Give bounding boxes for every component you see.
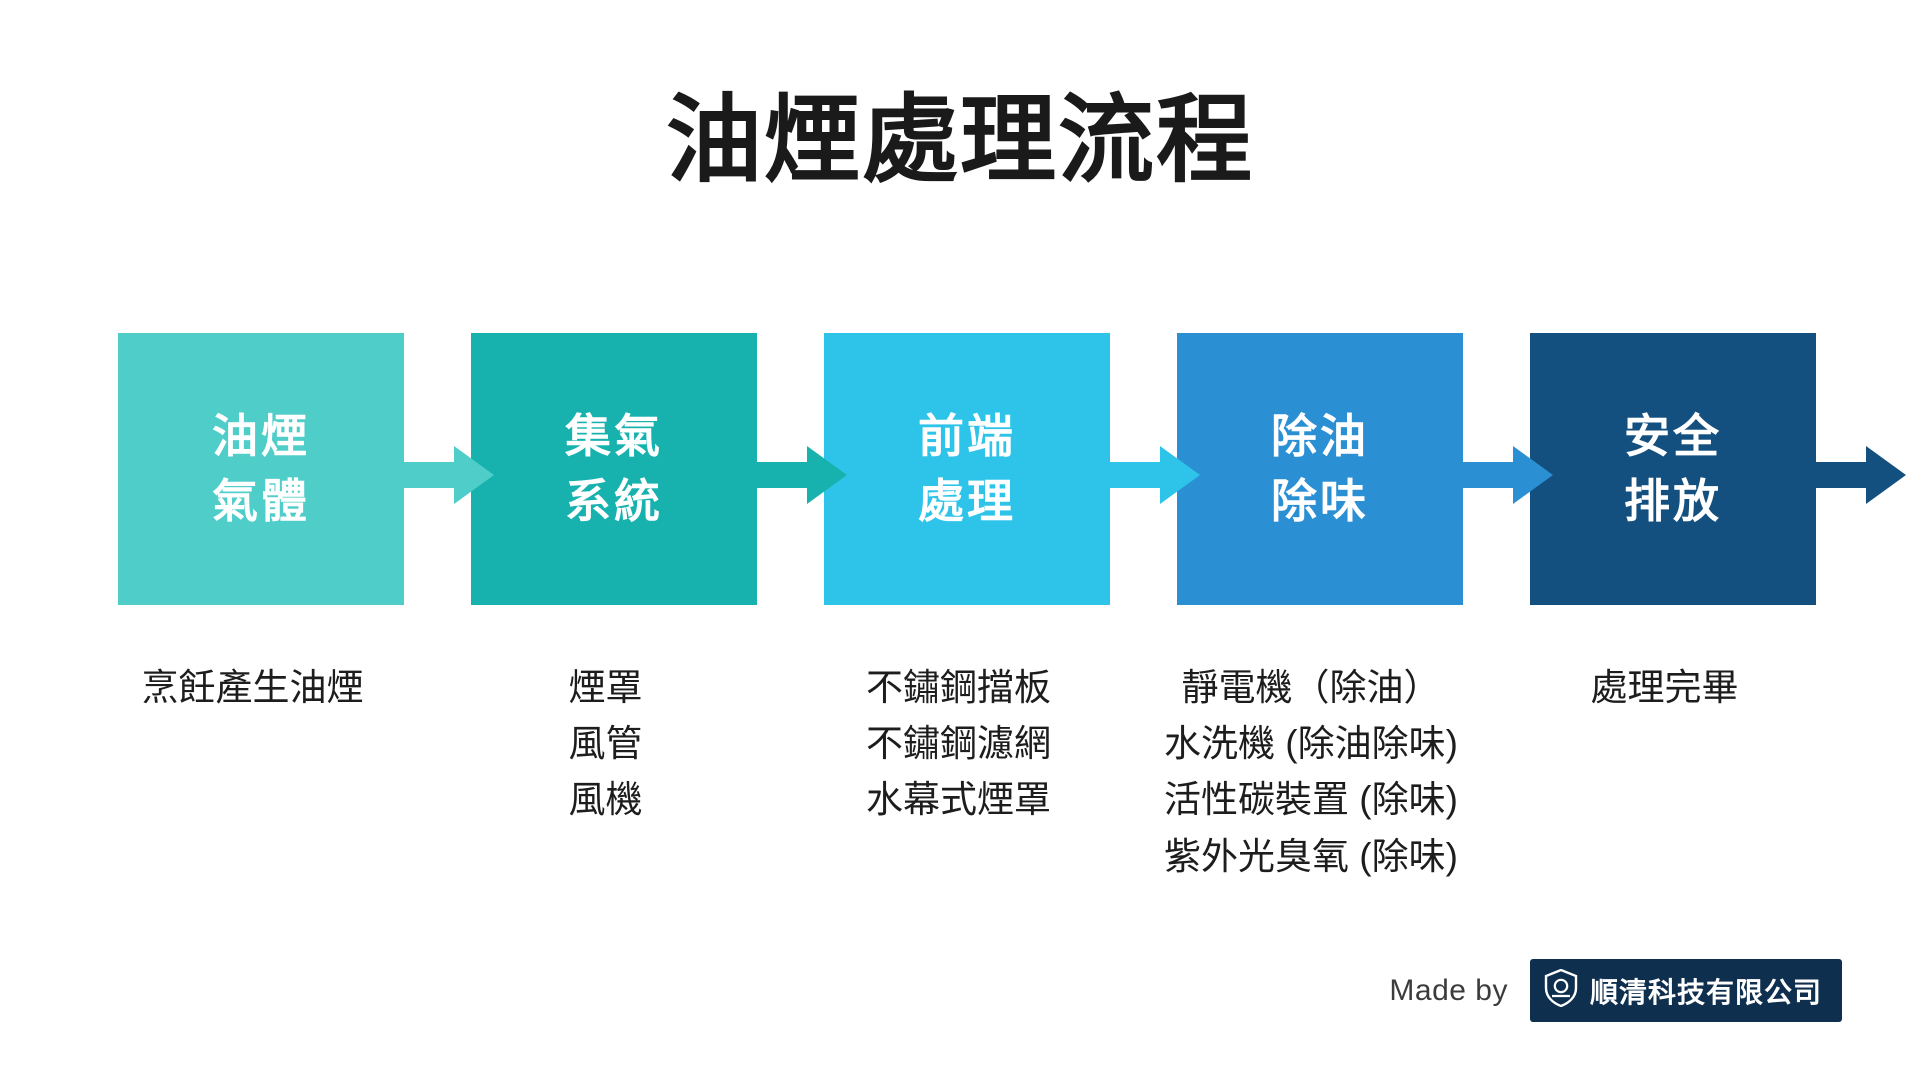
stage-box-1[interactable]: 油煙 氣體 (118, 333, 404, 605)
caption-line: 靜電機（除油） (1181, 667, 1441, 708)
flow-stage-5[interactable]: 安全 排放 (1530, 333, 1906, 605)
caption-column-3: 不鏽鋼擋板不鏽鋼濾網水幕式煙罩 (811, 660, 1106, 829)
flow-stage-3[interactable]: 前端 處理 (824, 333, 1200, 605)
stage-box-4[interactable]: 除油 除味 (1177, 333, 1463, 605)
stage-label-line1: 油煙 (212, 409, 310, 462)
stage-label-line1: 前端 (918, 409, 1016, 462)
stage-label-line1: 安全 (1624, 409, 1722, 462)
stage-label-line2: 系統 (565, 475, 663, 527)
stage-captions-row: 烹飪產生油煙 煙罩風管風機 不鏽鋼擋板不鏽鋼濾網水幕式煙罩 靜電機（除油） 水洗機… (0, 660, 1920, 960)
caption-line: 不鏽鋼濾網 (866, 723, 1051, 765)
flow-stage-2[interactable]: 集氣 系統 (471, 333, 847, 605)
flow-stage-4[interactable]: 除油 除味 (1177, 333, 1553, 605)
company-name: 順清科技有限公司 (1589, 976, 1822, 1008)
caption-line: 處理完畢 (1590, 667, 1739, 708)
flow-stage-1[interactable]: 油煙 氣體 (118, 333, 494, 605)
stage-label-line2: 排放 (1624, 475, 1722, 527)
flow-stage-row: 油煙 氣體 集氣 系統 前端 處理 (118, 333, 1906, 613)
caption-column-1: 烹飪產生油煙 (105, 660, 400, 716)
caption-line: 煙罩 (568, 667, 643, 708)
shield-icon (1544, 968, 1578, 1012)
caption-line: 紫外光臭氧 (除味) (1164, 835, 1458, 877)
stage-label-line1: 除油 (1271, 409, 1369, 462)
stage-label-line1: 集氣 (565, 409, 663, 462)
caption-line: 水洗機 (除油除味) (1164, 723, 1458, 765)
caption-column-4: 靜電機（除油） 水洗機 (除油除味) 活性碳裝置 (除味) 紫外光臭氧 (除味) (1146, 660, 1476, 885)
stage-label-line2: 除味 (1271, 475, 1369, 527)
caption-line: 水幕式煙罩 (866, 779, 1051, 821)
caption-line: 活性碳裝置 (除味) (1164, 779, 1458, 821)
caption-line: 風管 (568, 723, 643, 765)
stage-label-line2: 氣體 (212, 475, 310, 527)
arrow-right-icon-5 (1816, 446, 1906, 504)
stage-box-3[interactable]: 前端 處理 (824, 333, 1110, 605)
footer-credit: Made by 順清科技有限公司 (1389, 959, 1842, 1022)
caption-column-5: 處理完畢 (1517, 660, 1812, 716)
caption-line: 不鏽鋼擋板 (866, 667, 1051, 708)
stage-label-line2: 處理 (918, 475, 1016, 527)
stage-box-2[interactable]: 集氣 系統 (471, 333, 757, 605)
made-by-label: Made by (1389, 973, 1508, 1007)
page-title: 油煙處理流程 (666, 87, 1254, 194)
caption-line: 風機 (568, 779, 643, 821)
stage-box-5[interactable]: 安全 排放 (1530, 333, 1816, 605)
caption-line: 烹飪產生油煙 (141, 667, 364, 708)
caption-column-2: 煙罩風管風機 (458, 660, 753, 829)
company-logo-badge[interactable]: 順清科技有限公司 (1529, 959, 1842, 1022)
